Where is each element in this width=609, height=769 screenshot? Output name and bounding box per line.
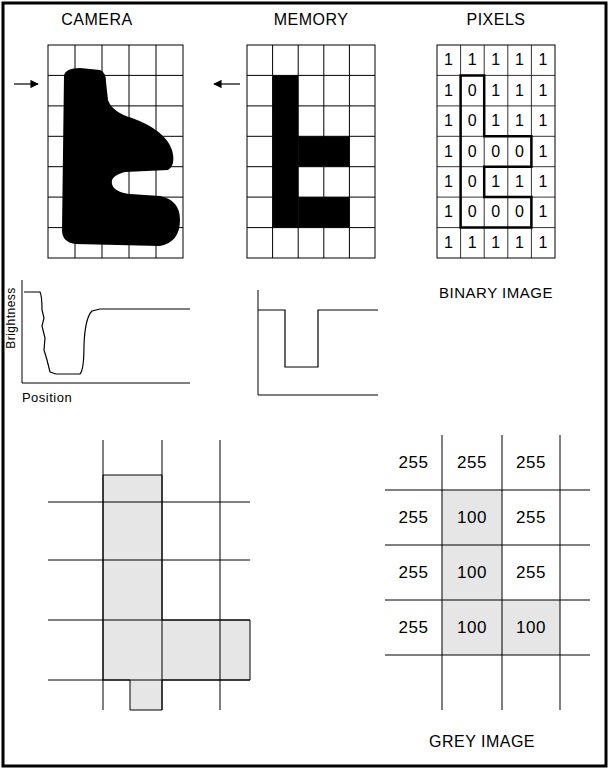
- camera-grid: [48, 45, 183, 258]
- pixel-value: 1: [491, 113, 500, 129]
- grey-shape: [103, 475, 250, 710]
- pixel-value: 1: [468, 235, 477, 251]
- pixel-value: 1: [444, 174, 453, 190]
- pixel-value: 0: [468, 174, 477, 190]
- grey-value: 255: [399, 619, 429, 636]
- pixel-value: 1: [444, 83, 453, 99]
- grey-cells: [442, 490, 502, 655]
- grey-value: 255: [399, 454, 429, 471]
- scanline-arrow: [14, 83, 38, 84]
- pixel-grid-lines: [437, 45, 555, 258]
- object-outline: [461, 75, 532, 227]
- pixel-value: 0: [468, 113, 477, 129]
- pixel-value: 1: [491, 52, 500, 68]
- pixel-value: 1: [444, 204, 453, 220]
- pixel-value: 1: [538, 235, 547, 251]
- pixel-value: 0: [491, 204, 500, 220]
- pixel-value: 1: [538, 204, 547, 220]
- grey-value: 255: [516, 509, 546, 526]
- memory-grid: [247, 45, 375, 258]
- caption-label: GREY IMAGE: [429, 734, 535, 750]
- pixel-value: 0: [491, 144, 500, 160]
- grey-value: 100: [457, 509, 487, 526]
- plot-axes: [258, 290, 378, 395]
- pixel-value: 1: [538, 174, 547, 190]
- grey-value: 255: [399, 564, 429, 581]
- pixel-value: 0: [515, 204, 524, 220]
- pixel-value: 1: [491, 83, 500, 99]
- memory-grid-lines: [247, 45, 375, 258]
- panel-heading: CAMERA: [61, 12, 132, 28]
- pixel-value: 1: [491, 235, 500, 251]
- plot-axes: [22, 280, 190, 383]
- pixel-value: 0: [515, 144, 524, 160]
- axis-label: Brightness: [5, 287, 17, 349]
- grey-value: 100: [457, 564, 487, 581]
- caption-label: BINARY IMAGE: [439, 285, 553, 300]
- camera-object: [62, 68, 180, 246]
- pixel-value: 1: [468, 52, 477, 68]
- brightness-curve: [24, 292, 190, 374]
- panel-heading: MEMORY: [274, 12, 349, 28]
- brightness-step: [258, 310, 378, 367]
- grey-value: 100: [457, 619, 487, 636]
- pixel-value: 1: [515, 235, 524, 251]
- pixel-grid: [437, 45, 555, 258]
- grey-value: 100: [516, 619, 546, 636]
- pixel-value: 1: [515, 83, 524, 99]
- pixel-value: 1: [538, 113, 547, 129]
- axis-label: Position: [22, 391, 72, 404]
- pixel-value: 1: [444, 52, 453, 68]
- outer-frame: [3, 3, 606, 766]
- grey-value: 255: [516, 564, 546, 581]
- pixel-value: 1: [515, 52, 524, 68]
- grey-value: 255: [399, 509, 429, 526]
- pixel-value: 0: [468, 144, 477, 160]
- grey-cells: [502, 600, 560, 655]
- grey-shape-grid: [48, 440, 250, 710]
- pixel-value: 1: [538, 83, 547, 99]
- pixel-value: 1: [515, 174, 524, 190]
- pixel-value: 1: [491, 174, 500, 190]
- grey-grid-lines: [385, 435, 590, 710]
- scanline-arrow: [214, 83, 240, 84]
- memory-pixels: [273, 75, 299, 227]
- grey-value: 255: [457, 454, 487, 471]
- camera-grid-lines: [48, 45, 183, 258]
- grey-value: 255: [516, 454, 546, 471]
- pixel-value: 1: [444, 144, 453, 160]
- pixel-value: 1: [515, 113, 524, 129]
- pixel-value: 1: [444, 113, 453, 129]
- pixel-value: 0: [468, 83, 477, 99]
- panel-heading: PIXELS: [466, 12, 525, 28]
- pixel-value: 1: [538, 52, 547, 68]
- pixel-value: 1: [444, 235, 453, 251]
- pixel-value: 1: [538, 144, 547, 160]
- pixel-value: 0: [468, 204, 477, 220]
